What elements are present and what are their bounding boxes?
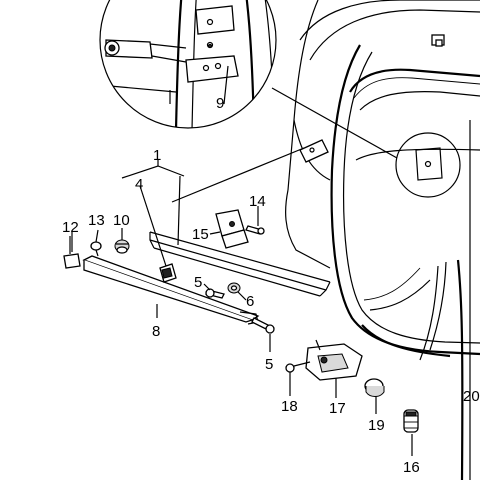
callout-12: 12 [62, 219, 79, 236]
clip-part-12 [63, 236, 81, 269]
bolt-part-5-upper [205, 288, 225, 299]
callout-13: 13 [88, 212, 105, 229]
callout-9: 9 [216, 95, 224, 112]
grommet-part-10 [114, 239, 130, 254]
callout-15: 15 [192, 226, 209, 243]
detail-circle-small [395, 132, 461, 198]
leader-13 [95, 229, 99, 243]
block-part-15 [215, 209, 249, 249]
callout-8: 8 [152, 323, 160, 340]
tailgate-hinge-on-body [299, 139, 329, 163]
detail-bracket-small [415, 147, 443, 181]
bumper-part-16 [403, 409, 419, 433]
callout-14: 14 [249, 193, 266, 210]
clip-part-4 [139, 185, 177, 283]
callout-18: 18 [281, 398, 298, 415]
callout-1: 1 [153, 147, 161, 164]
screw-part-14 [245, 225, 265, 235]
callout-6: 6 [246, 293, 254, 310]
magnified-detail-view [99, 0, 277, 129]
callout-17: 17 [329, 400, 346, 417]
callout-labels: 1 4 9 12 13 10 14 15 5 6 8 5 18 17 19 16… [62, 95, 480, 476]
callout-16: 16 [403, 459, 420, 476]
leader-lines [71, 65, 413, 456]
callout-19: 19 [368, 417, 385, 434]
leader-6 [237, 291, 247, 301]
detail-leader [271, 87, 398, 159]
callout-bracket-1 [121, 160, 185, 246]
callout-20: 20 [463, 388, 480, 405]
screw-part-18 [285, 361, 311, 373]
washer-part-6 [227, 282, 241, 294]
leader-9 [223, 65, 229, 105]
leader-15 [209, 231, 221, 235]
callout-4: 4 [135, 176, 143, 193]
bracket-part-17 [305, 339, 363, 381]
screw-part-13 [90, 241, 102, 257]
bolt-part-5-lower [251, 317, 275, 334]
magnifier-circle [99, 0, 277, 129]
cap-part-19 [364, 378, 385, 397]
leader-5-upper [203, 283, 211, 291]
guide-rail [149, 231, 331, 297]
cover-strip-part-8 [82, 255, 260, 325]
callout-5-upper: 5 [194, 274, 202, 291]
vehicle-rear-body [285, 0, 480, 480]
reference-line [171, 147, 305, 203]
callout-10: 10 [113, 212, 130, 229]
callout-5-lower: 5 [265, 356, 273, 373]
